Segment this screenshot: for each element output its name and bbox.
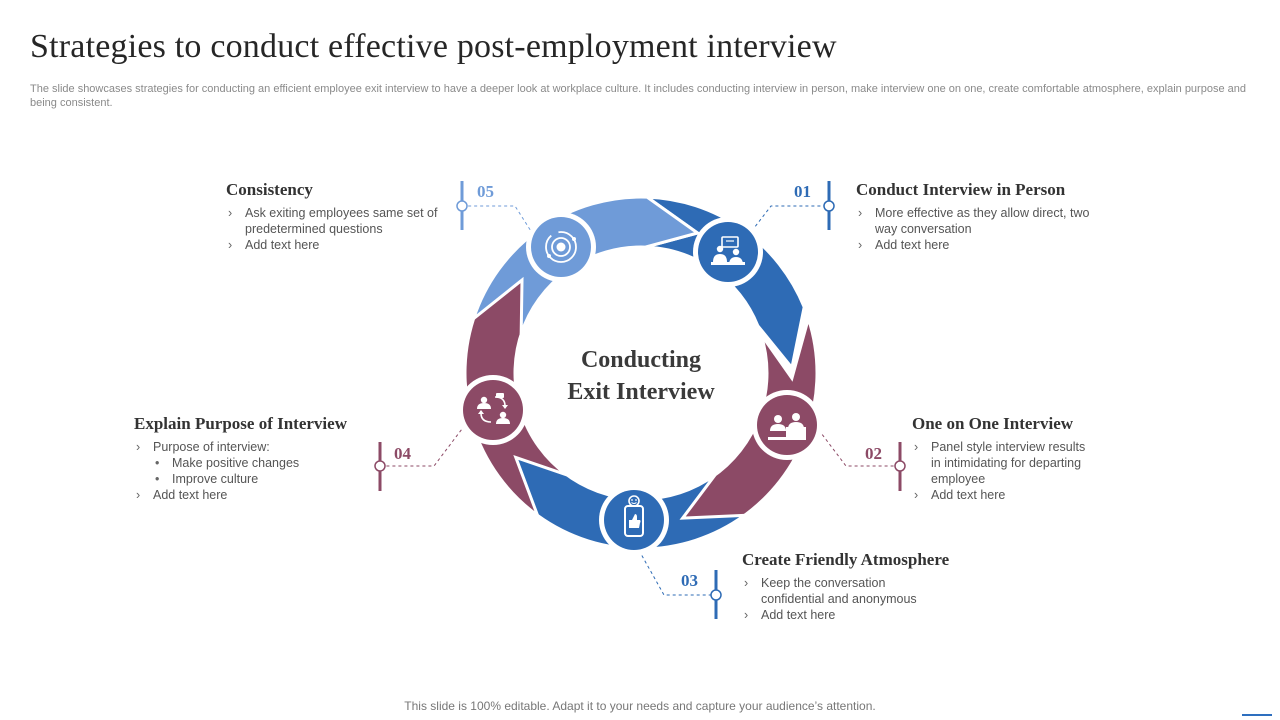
strategy-title-03: Create Friendly Atmosphere	[742, 550, 950, 569]
strategy-block-05: Consistency Ask exiting employees same s…	[226, 180, 441, 253]
bullet-item: Panel style interview results in intimid…	[912, 439, 1092, 487]
corner-accent	[1242, 714, 1272, 716]
smartphone-thumbs-up-icon	[599, 485, 669, 555]
sub-bullet-item: Make positive changes	[134, 455, 374, 471]
strategy-title-02: One on One Interview	[912, 414, 1074, 433]
connector-04	[380, 424, 466, 467]
footer-note: This slide is 100% editable. Adapt it to…	[404, 699, 876, 713]
strategy-bullets-05: Ask exiting employees same set of predet…	[226, 205, 441, 253]
page-subtitle: The slide showcases strategies for condu…	[30, 83, 1246, 109]
bullet-item: Add text here	[856, 237, 1096, 253]
strategy-block-04: Explain Purpose of Interview Purpose of …	[134, 414, 374, 503]
strategy-block-03: Create Friendly Atmosphere Keep the conv…	[742, 550, 950, 623]
people-exchange-icon	[458, 375, 528, 445]
step-number-05: 05	[477, 182, 494, 201]
marker-dot-04	[374, 460, 386, 472]
bullet-item: Ask exiting employees same set of predet…	[226, 205, 441, 237]
step-number-01: 01	[794, 182, 811, 201]
bullet-item: Add text here	[912, 487, 1092, 503]
center-label: Conducting Exit Interview	[541, 344, 741, 408]
bullet-item: More effective as they allow direct, two…	[856, 205, 1096, 237]
connector-lines	[374, 181, 906, 619]
meeting-presentation-icon	[693, 217, 763, 287]
bullet-item: Keep the conversation confidential and a…	[742, 575, 932, 607]
strategy-bullets-02: Panel style interview results in intimid…	[912, 439, 1092, 503]
strategy-bullets-03: Keep the conversation confidential and a…	[742, 575, 932, 623]
marker-dot-05	[456, 200, 468, 212]
bullet-item: Add text here	[742, 607, 932, 623]
strategy-title-01: Conduct Interview in Person	[856, 180, 1066, 199]
ring-segment-01	[642, 195, 806, 372]
marker-dot-03	[710, 589, 722, 601]
marker-dot-02	[894, 460, 906, 472]
bullet-item: Purpose of interview:	[134, 439, 374, 455]
marker-dot-01	[823, 200, 835, 212]
strategy-bullets-04: Purpose of interview: Make positive chan…	[134, 439, 374, 503]
strategy-title-05: Consistency	[226, 180, 313, 199]
ring-segment-05	[470, 195, 702, 335]
step-number-03: 03	[681, 571, 698, 590]
step-number-04: 04	[394, 444, 411, 463]
page-title: Strategies to conduct effective post-emp…	[30, 28, 837, 65]
connector-02	[814, 424, 900, 467]
strategy-block-02: One on One Interview Panel style intervi…	[912, 414, 1092, 503]
interview-desk-icon	[752, 390, 822, 460]
bullet-item: Add text here	[134, 487, 374, 503]
sub-bullet-item: Improve culture	[134, 471, 374, 487]
step-number-02: 02	[865, 444, 882, 463]
center-line-1: Conducting	[580, 347, 702, 373]
bullet-item: Add text here	[226, 237, 441, 253]
center-line-2: Exit Interview	[567, 379, 715, 405]
connector-03	[635, 544, 716, 596]
strategy-block-01: Conduct Interview in Person More effecti…	[856, 180, 1096, 253]
strategy-bullets-01: More effective as they allow direct, two…	[856, 205, 1096, 253]
strategy-title-04: Explain Purpose of Interview	[134, 414, 347, 433]
orbit-target-icon	[526, 212, 596, 282]
